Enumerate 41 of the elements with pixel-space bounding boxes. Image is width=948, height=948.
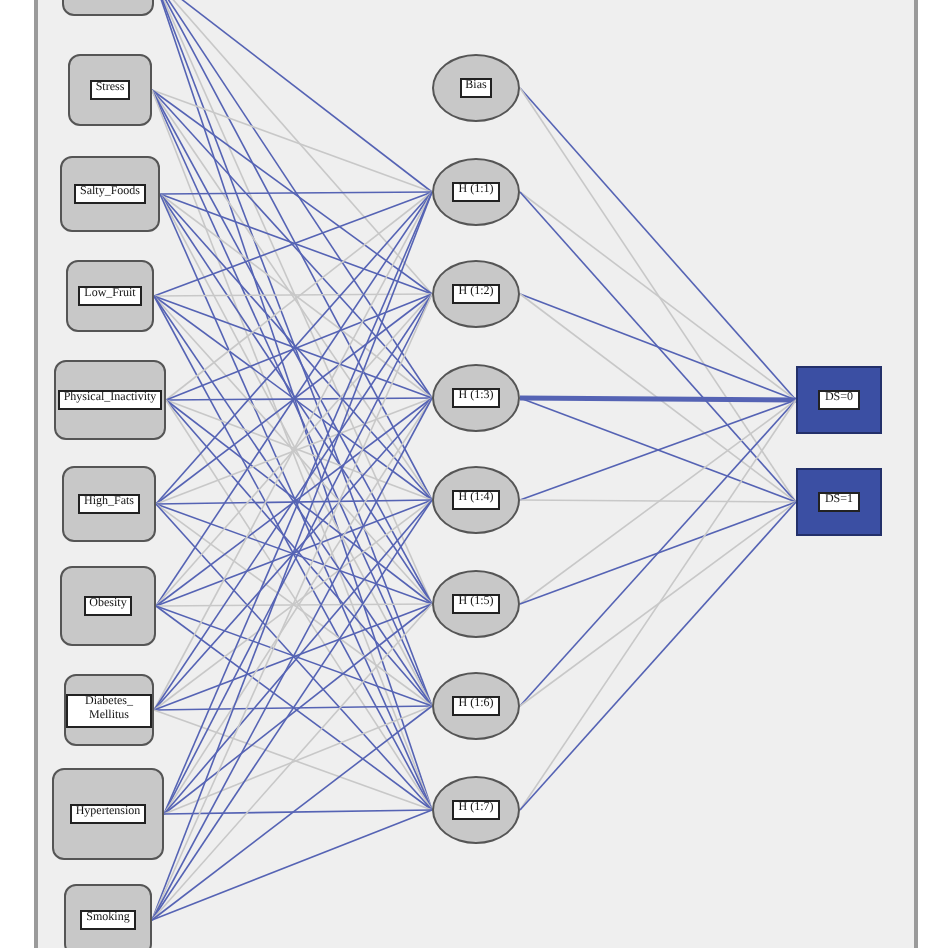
connection-line bbox=[519, 501, 797, 605]
connection-line bbox=[155, 603, 433, 607]
connection-line bbox=[153, 293, 433, 297]
connection-line bbox=[519, 87, 797, 503]
input-node-box bbox=[68, 54, 152, 126]
connection-line bbox=[520, 395, 796, 403]
input-node-box bbox=[64, 884, 152, 948]
connection-line bbox=[159, 191, 433, 195]
input-node-box bbox=[52, 768, 164, 860]
connection-line bbox=[151, 603, 433, 921]
connection-line bbox=[519, 499, 797, 503]
input-node-box bbox=[64, 674, 154, 746]
connection-line bbox=[519, 399, 797, 707]
connection-line bbox=[151, 89, 433, 399]
connection-line bbox=[151, 89, 433, 501]
input-node-box bbox=[66, 260, 154, 332]
connection-line bbox=[151, 89, 433, 605]
connection-line bbox=[519, 87, 797, 401]
connection-line bbox=[151, 397, 433, 921]
connection-line bbox=[519, 501, 797, 811]
input-node-box bbox=[60, 566, 156, 646]
output-node-box bbox=[796, 366, 882, 434]
connection-line bbox=[151, 705, 433, 921]
connection-line bbox=[165, 397, 433, 401]
connection-line bbox=[153, 705, 433, 711]
connection-line bbox=[519, 191, 797, 401]
connection-line bbox=[519, 399, 797, 811]
connection-line bbox=[519, 293, 797, 503]
connection-line bbox=[151, 89, 433, 193]
connection-line bbox=[151, 89, 433, 295]
connection-line bbox=[163, 809, 433, 815]
connection-line bbox=[151, 809, 433, 921]
connection-line bbox=[519, 501, 797, 707]
connection-line bbox=[519, 399, 797, 605]
connection-line bbox=[519, 191, 797, 503]
input-node-box bbox=[54, 360, 166, 440]
input-node-box bbox=[62, 466, 156, 542]
input-node-box bbox=[60, 156, 160, 232]
connection-line bbox=[155, 499, 433, 505]
connection-line bbox=[151, 499, 433, 921]
output-node-box bbox=[796, 468, 882, 536]
